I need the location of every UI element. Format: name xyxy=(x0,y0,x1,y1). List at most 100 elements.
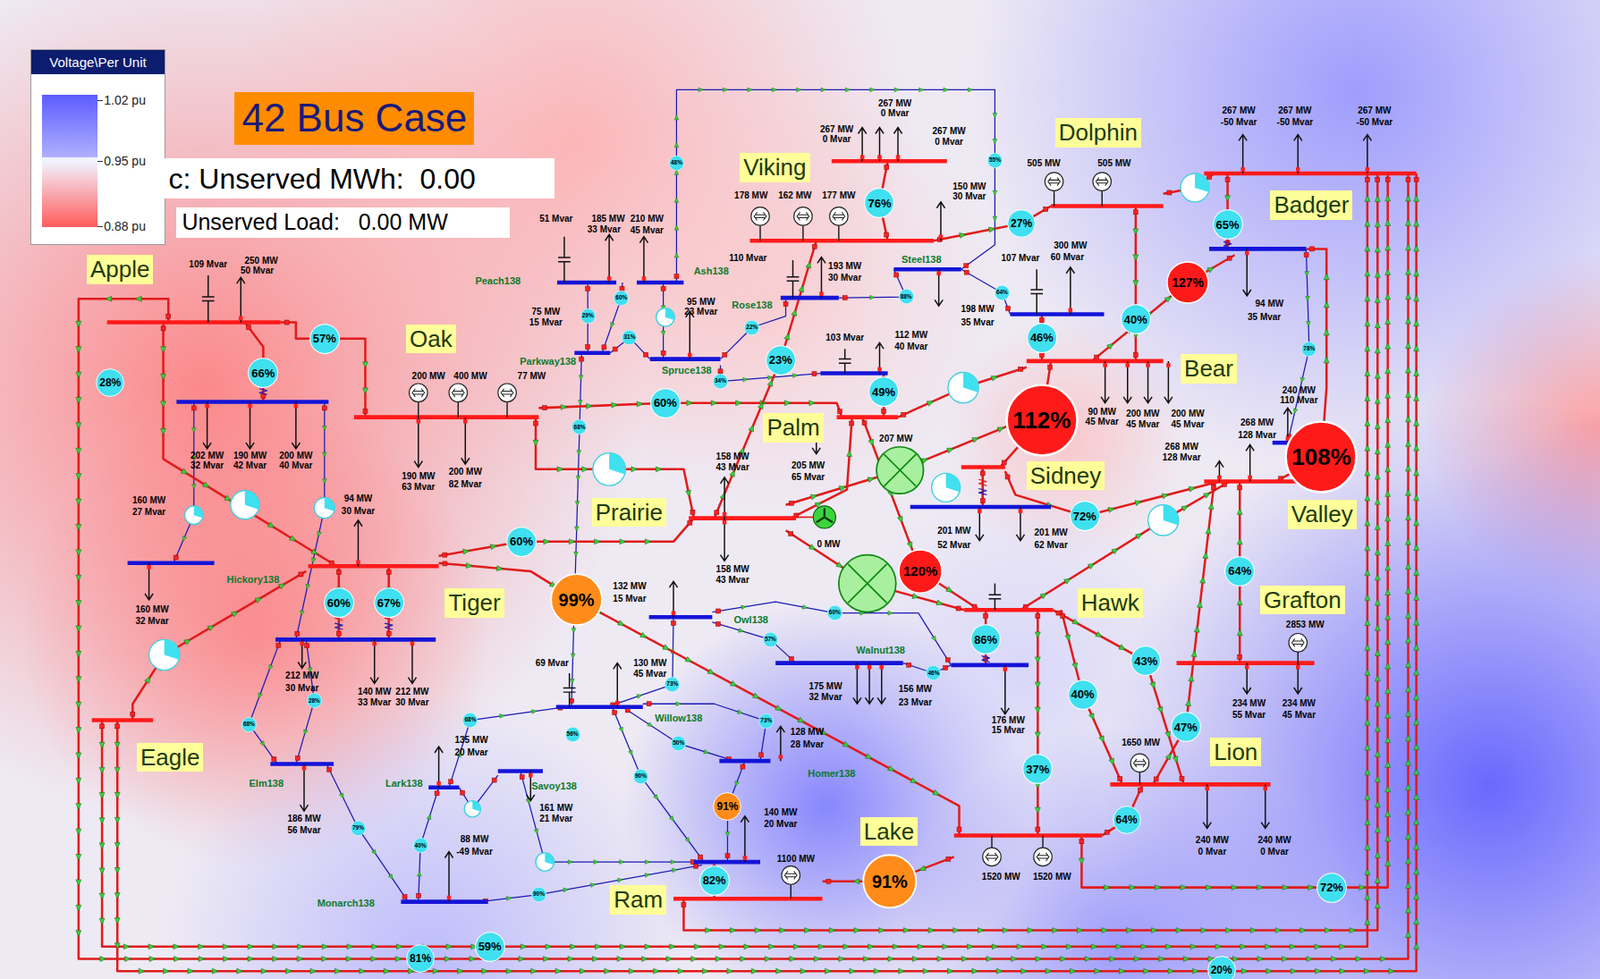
legend-tick xyxy=(97,160,103,162)
power-value: 150 MW xyxy=(952,182,986,192)
flow-arrow xyxy=(784,400,791,407)
line-loading-circle: 65% xyxy=(1212,209,1244,240)
breaker xyxy=(789,500,795,506)
breaker xyxy=(1018,508,1024,514)
flow-arrow xyxy=(967,87,973,93)
flow-arrow xyxy=(867,475,875,483)
bus-name: Hawk xyxy=(1081,589,1140,617)
breaker xyxy=(939,234,944,239)
breaker xyxy=(1079,839,1084,845)
flow-arrow xyxy=(1374,347,1380,354)
line-loading-circle: 72% xyxy=(1316,872,1347,904)
flow-arrow xyxy=(729,681,738,689)
power-value: 15 Mvar xyxy=(529,318,563,328)
flow-arrow xyxy=(922,968,930,974)
load-arrow xyxy=(875,342,884,373)
power-value: 200 MW xyxy=(412,372,446,381)
power-value: 32 Mvar xyxy=(135,617,169,627)
breaker xyxy=(601,345,607,350)
flow-arrow xyxy=(722,87,728,93)
load-arrow xyxy=(370,639,379,684)
breaker xyxy=(687,353,693,358)
flow-arrow xyxy=(261,968,268,974)
power-value: 128 Mvar xyxy=(1162,453,1202,463)
line-loading-circle: 46% xyxy=(1026,322,1058,354)
flow-arrow xyxy=(99,742,105,749)
loading-percent: 50% xyxy=(672,740,685,747)
flow-arrow xyxy=(619,944,627,950)
flow-arrow xyxy=(1364,444,1371,451)
flow-arrow xyxy=(1196,601,1203,608)
load-arrow xyxy=(639,237,648,283)
flow-arrow xyxy=(1413,893,1420,900)
breaker xyxy=(964,263,969,269)
power-value: 162 MW xyxy=(778,191,812,201)
loading-percent: 72% xyxy=(1320,881,1344,894)
flow-arrow xyxy=(912,956,919,963)
flow-arrow xyxy=(1172,756,1180,764)
power-value: 200 MW xyxy=(1125,409,1160,419)
line-138kv xyxy=(520,771,700,864)
power-value: 178 MW xyxy=(734,191,768,201)
breaker xyxy=(1003,667,1008,672)
generator-symbol xyxy=(829,207,849,227)
flow-arrow xyxy=(1413,618,1420,626)
breaker xyxy=(906,662,912,668)
power-value: 51 Mvar xyxy=(539,214,573,224)
power-value: -50 Mvar xyxy=(1356,118,1394,127)
bus-name: Palm xyxy=(766,414,820,441)
line-loading-circle: 68% xyxy=(462,712,478,729)
bus-name: Bear xyxy=(1184,355,1234,382)
flow-arrow xyxy=(1034,657,1041,664)
flow-arrow xyxy=(1364,544,1371,551)
breaker xyxy=(788,656,794,661)
flow-arrow xyxy=(1413,270,1420,277)
flow-arrow xyxy=(1364,370,1371,377)
flow-arrow xyxy=(813,956,821,963)
flow-arrow xyxy=(1364,594,1371,602)
flow-arrow xyxy=(997,424,1006,432)
breaker xyxy=(740,764,745,770)
flow-arrow xyxy=(1231,885,1238,891)
load-arrow xyxy=(1238,135,1247,174)
breaker xyxy=(826,879,831,884)
flow-arrow xyxy=(753,693,762,701)
flow-arrow xyxy=(1290,968,1297,974)
bus-name: Viking xyxy=(743,153,806,181)
power-value: 77 MW xyxy=(517,372,547,381)
loading-percent: 91% xyxy=(871,872,908,891)
flow-arrow xyxy=(1385,269,1391,276)
power-value: 88 MW xyxy=(460,835,490,845)
circle-fill xyxy=(971,625,1001,655)
flow-arrow xyxy=(1034,682,1041,689)
load-arrow xyxy=(203,402,212,449)
flow-pie-sector xyxy=(245,491,260,510)
generator-lead xyxy=(417,402,419,418)
power-value: 160 MW xyxy=(132,496,166,506)
power-value: 400 MW xyxy=(453,372,487,381)
flow-arrow xyxy=(996,968,1003,974)
power-value: 193 MW xyxy=(828,262,862,271)
bus-bar xyxy=(574,350,610,356)
breaker xyxy=(722,352,728,357)
breaker xyxy=(819,291,824,297)
flow-arrow xyxy=(1165,731,1173,739)
flow-arrow xyxy=(1118,968,1126,974)
power-value: 300 MW xyxy=(1053,241,1087,251)
bus-name-tag: Grafton xyxy=(1260,585,1346,616)
bus-name-tag: Dolphin xyxy=(1055,118,1142,148)
flow-pie-sector xyxy=(472,801,481,813)
power-value: 33 Mvar xyxy=(587,225,621,235)
flow-arrow xyxy=(296,956,304,963)
generator-symbol xyxy=(498,383,517,403)
bus-138-name: Parkway138 xyxy=(519,355,576,366)
flow-arrow xyxy=(444,956,451,963)
flow-arrow xyxy=(1157,706,1165,714)
breaker xyxy=(842,296,847,301)
breaker xyxy=(983,614,989,619)
breaker xyxy=(674,274,679,280)
bus-name-tag: Hawk xyxy=(1077,588,1143,618)
circle-fill xyxy=(1067,680,1098,711)
flow-arrow xyxy=(729,928,737,934)
breaker xyxy=(1179,776,1185,781)
